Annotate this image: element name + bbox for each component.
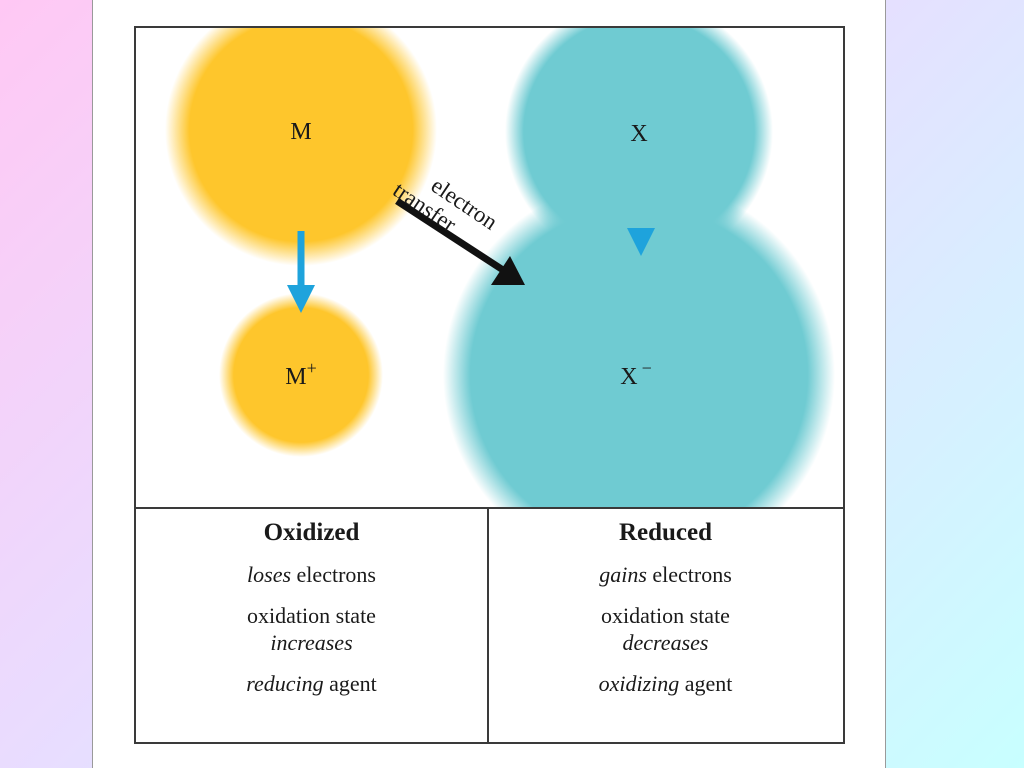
redox-figure: M X M+ X− electron transfer xyxy=(134,26,845,744)
oxidized-row-electrons-em: loses xyxy=(247,562,292,587)
electron-transfer-arrowhead xyxy=(491,256,525,285)
reduced-row-electrons-rest: electrons xyxy=(646,562,732,587)
reduced-row-agent-em: oxidizing xyxy=(598,671,680,696)
oxidized-column: Oxidized loses electrons oxidation state… xyxy=(136,509,489,744)
oxidized-row-oxidation-state-line2: increases xyxy=(270,630,353,655)
reduced-row-oxidation-state-line2: decreases xyxy=(622,630,709,655)
reduced-row-oxidation-state-line1: oxidation state xyxy=(601,603,730,628)
metal-ion-charge: + xyxy=(307,358,317,378)
oxidized-row-agent: reducing agent xyxy=(136,670,487,697)
reduced-row-electrons-em: gains xyxy=(599,562,647,587)
reduced-row-electrons: gains electrons xyxy=(489,561,842,588)
metal-ion-label: M+ xyxy=(285,358,317,390)
nonmetal-ion-sphere xyxy=(443,179,835,507)
nonmetal-ion-charge: − xyxy=(642,358,652,378)
redox-summary-table: Oxidized loses electrons oxidation state… xyxy=(136,507,843,744)
reduced-heading: Reduced xyxy=(618,519,713,546)
electron-transfer-arrow xyxy=(395,198,505,273)
reduced-row-agent: oxidizing agent xyxy=(489,670,842,697)
nonmetal-atom-label: X xyxy=(630,121,647,147)
oxidized-row-oxidation-state-line1: oxidation state xyxy=(247,603,376,628)
oxidized-heading: Oxidized xyxy=(263,519,360,546)
oxidized-row-agent-em: reducing xyxy=(246,671,324,696)
oxidized-row-agent-rest: agent xyxy=(323,671,377,696)
oxidized-row-oxidation-state: oxidation state increases xyxy=(136,602,487,656)
reduced-column: Reduced gains electrons oxidation state … xyxy=(489,509,842,744)
oxidized-row-electrons: loses electrons xyxy=(136,561,487,588)
nonmetal-ion-symbol: X xyxy=(620,364,637,390)
electron-transfer-diagram: M X M+ X− electron transfer xyxy=(165,28,835,507)
reduced-row-oxidation-state: oxidation state decreases xyxy=(489,602,842,656)
slide: M X M+ X− electron transfer xyxy=(92,0,886,768)
nonmetal-ion-label: X− xyxy=(620,358,652,390)
reduced-row-agent-rest: agent xyxy=(679,671,733,696)
metal-ion-sphere xyxy=(219,293,383,457)
metal-ion-symbol: M xyxy=(285,364,306,390)
metal-atom-label: M xyxy=(290,119,311,145)
metal-atom-sphere xyxy=(165,28,437,266)
oxidized-row-electrons-rest: electrons xyxy=(291,562,376,587)
